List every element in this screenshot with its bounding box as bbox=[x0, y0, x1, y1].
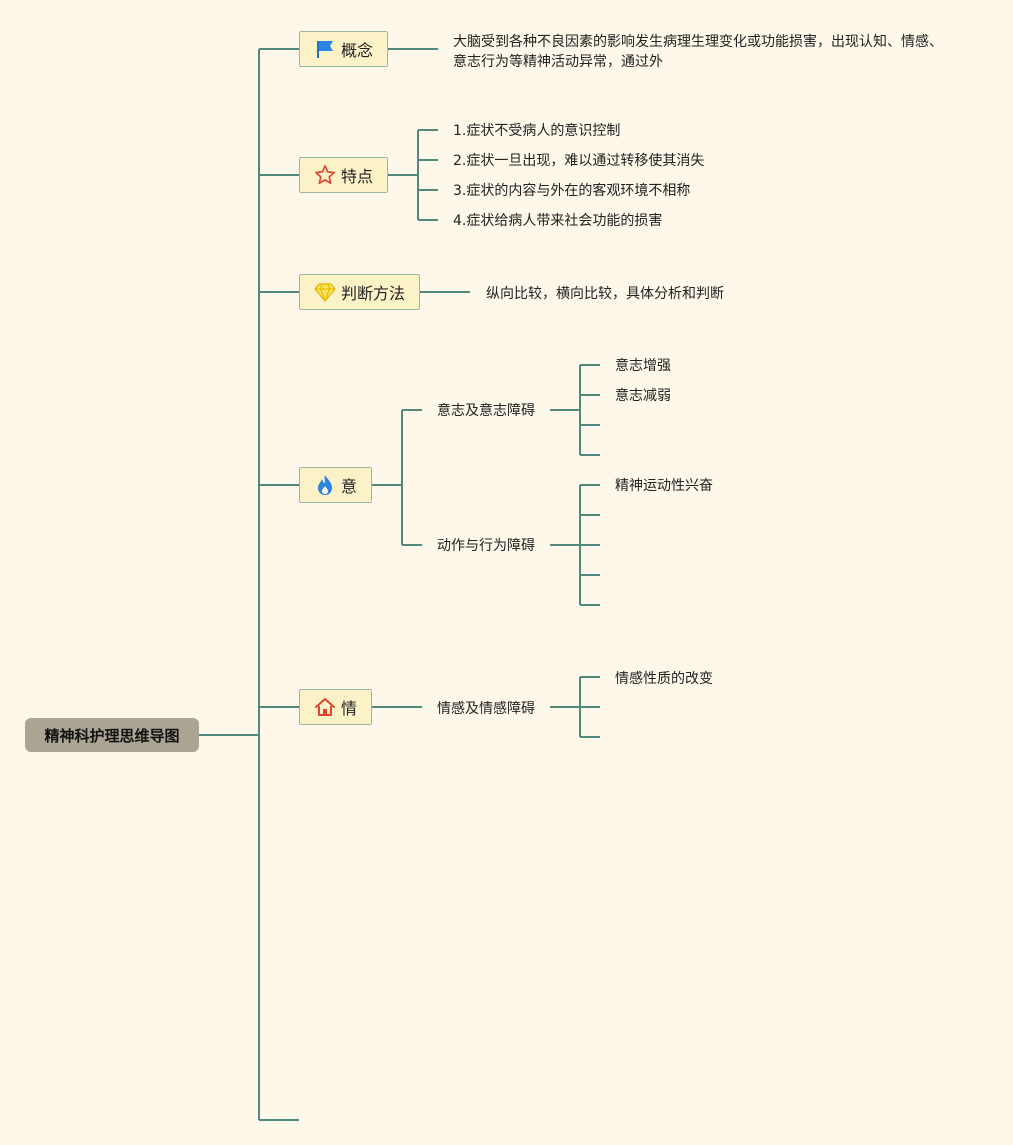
flag-icon bbox=[314, 38, 336, 60]
topic-will[interactable]: 意 bbox=[299, 467, 372, 503]
leaf-item[interactable]: 意志减弱 bbox=[615, 388, 671, 404]
topic-concept[interactable]: 概念 bbox=[299, 31, 388, 67]
feature-item[interactable]: 4.症状给病人带来社会功能的损害 bbox=[453, 213, 663, 229]
topic-method-label: 判断方法 bbox=[340, 284, 405, 303]
subtopic-emotion-affect[interactable]: 情感及情感障碍 bbox=[437, 701, 535, 717]
topic-method[interactable]: 判断方法 bbox=[299, 274, 420, 310]
diamond-icon bbox=[314, 281, 336, 303]
leaf-item[interactable]: 意志增强 bbox=[615, 358, 671, 374]
leaf-item[interactable]: 精神运动性兴奋 bbox=[615, 478, 713, 494]
method-description[interactable]: 纵向比较，横向比较，具体分析和判断 bbox=[486, 286, 724, 302]
feature-item[interactable]: 3.症状的内容与外在的客观环境不相称 bbox=[453, 183, 691, 199]
root-node[interactable]: 精神科护理思维导图 bbox=[25, 718, 199, 752]
star-icon bbox=[314, 164, 336, 186]
topic-will-label: 意 bbox=[340, 477, 357, 496]
concept-description[interactable]: 大脑受到各种不良因素的影响发生病理生理变化或功能损害，出现认知、情感、意志行为等… bbox=[453, 34, 943, 70]
subtopic-will-volition[interactable]: 意志及意志障碍 bbox=[437, 403, 535, 419]
leaf-item[interactable]: 情感性质的改变 bbox=[615, 671, 713, 687]
feature-item[interactable]: 2.症状一旦出现，难以通过转移使其消失 bbox=[453, 153, 705, 169]
topic-emotion-label: 情 bbox=[340, 699, 357, 718]
home-icon bbox=[314, 696, 336, 718]
subtopic-will-behavior[interactable]: 动作与行为障碍 bbox=[437, 538, 535, 554]
topic-emotion[interactable]: 情 bbox=[299, 689, 372, 725]
flame-icon bbox=[314, 474, 336, 496]
topic-features[interactable]: 特点 bbox=[299, 157, 388, 193]
feature-item[interactable]: 1.症状不受病人的意识控制 bbox=[453, 123, 621, 139]
topic-concept-label: 概念 bbox=[340, 41, 373, 60]
topic-features-label: 特点 bbox=[340, 167, 373, 186]
root-label: 精神科护理思维导图 bbox=[44, 726, 180, 745]
